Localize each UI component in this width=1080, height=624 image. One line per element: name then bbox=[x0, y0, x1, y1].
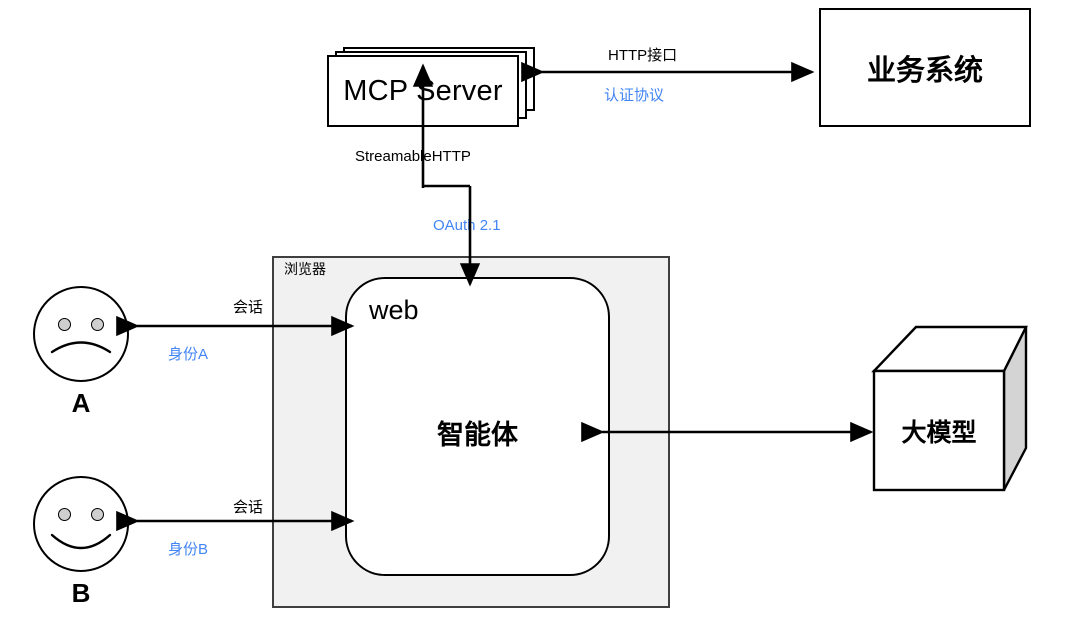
edge-label-identity-a: 身份A bbox=[168, 346, 209, 363]
agent-label: 智能体 bbox=[437, 420, 518, 450]
eye-left-icon bbox=[58, 508, 71, 521]
user-a-label: A bbox=[71, 388, 91, 418]
mcp-server-label: MCP Server bbox=[327, 55, 519, 127]
mcp-server-node[interactable]: MCP Server bbox=[327, 47, 535, 127]
user-b-face-icon[interactable] bbox=[33, 476, 129, 572]
eye-left-icon bbox=[58, 318, 71, 331]
edge-label-session-b: 会话 bbox=[233, 499, 264, 516]
edge-label-auth-protocol: 认证协议 bbox=[604, 87, 665, 104]
edge-label-http-interface: HTTP接口 bbox=[608, 47, 678, 64]
eye-right-icon bbox=[91, 318, 104, 331]
business-system-node[interactable]: 业务系统 bbox=[819, 8, 1031, 127]
user-a-face-icon[interactable] bbox=[33, 286, 129, 382]
edge-label-oauth: OAuth 2.1 bbox=[433, 217, 501, 234]
edge-label-streamable-http: StreamableHTTP bbox=[355, 148, 471, 165]
web-label: web bbox=[369, 295, 419, 325]
agent-node[interactable] bbox=[345, 277, 610, 576]
user-b-label: B bbox=[71, 578, 91, 608]
eye-right-icon bbox=[91, 508, 104, 521]
edge-label-identity-b: 身份B bbox=[168, 541, 209, 558]
browser-label: 浏览器 bbox=[284, 261, 326, 277]
llm-label: 大模型 bbox=[901, 418, 977, 447]
edge-label-session-a: 会话 bbox=[233, 299, 264, 316]
